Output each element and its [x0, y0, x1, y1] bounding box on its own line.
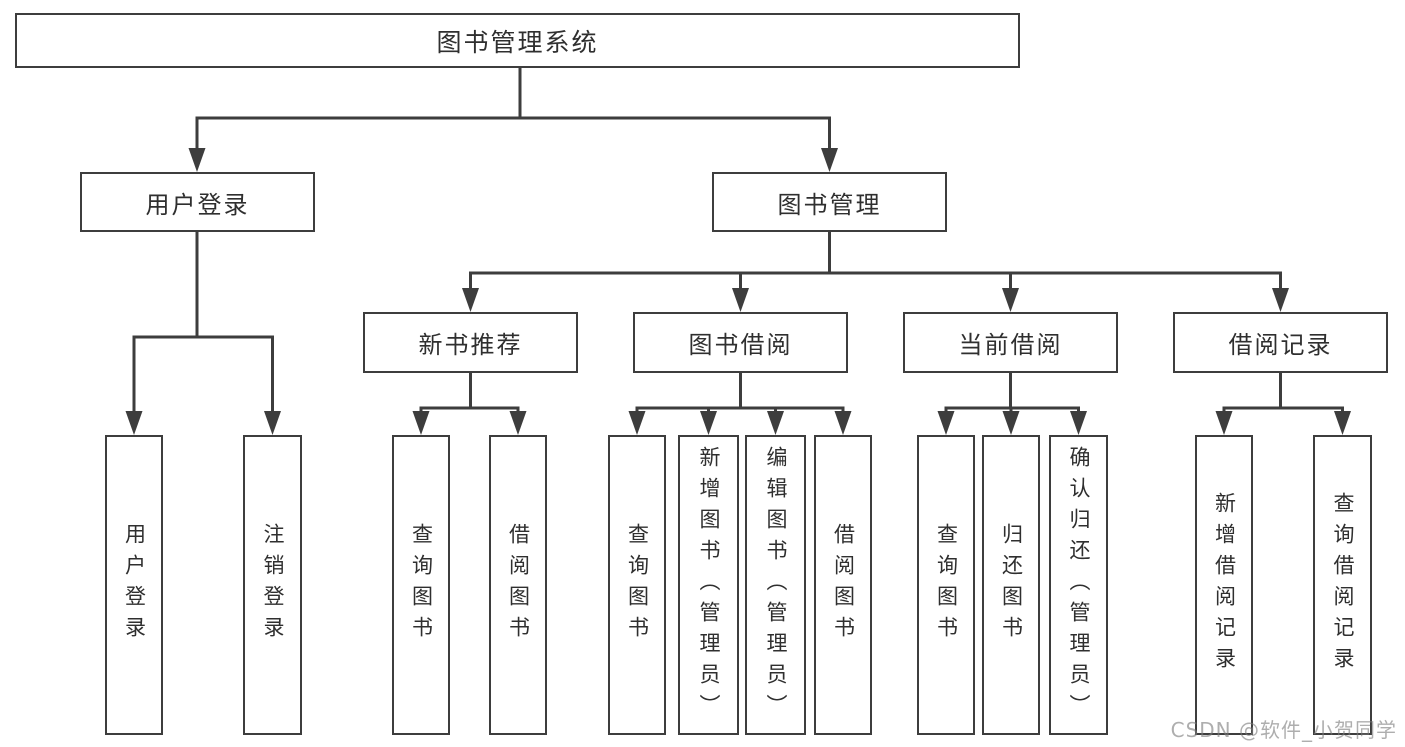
leaf-add-book-admin-label: 新增图书（管理员） [697, 445, 721, 725]
node-new-book-recommend-label: 新书推荐 [418, 331, 523, 359]
leaf-return-book: 归还图书 [982, 435, 1040, 735]
csdn-watermark: CSDN @软件_小贺同学 [1170, 718, 1397, 742]
node-book-borrow: 图书借阅 [633, 312, 848, 373]
node-root-system: 图书管理系统 [15, 13, 1020, 68]
leaf-query-books-borrow: 查询图书 [608, 435, 666, 735]
leaf-query-books-recommend-label: 查询图书 [409, 523, 434, 647]
node-borrow-records-label: 借阅记录 [1228, 331, 1333, 359]
node-user-login: 用户登录 [80, 172, 315, 232]
leaf-user-login: 用户登录 [105, 435, 163, 735]
leaf-return-book-label: 归还图书 [999, 523, 1024, 647]
node-borrow-records: 借阅记录 [1173, 312, 1388, 373]
node-root-label: 图书管理系统 [436, 27, 599, 57]
leaf-add-book-admin: 新增图书（管理员） [678, 435, 739, 735]
leaf-confirm-return-admin: 确认归还（管理员） [1049, 435, 1108, 735]
leaf-edit-book-admin: 编辑图书（管理员） [745, 435, 806, 735]
leaf-edit-book-admin-label: 编辑图书（管理员） [764, 445, 788, 725]
leaf-query-borrow-record-label: 查询借阅记录 [1331, 492, 1355, 678]
connector-records-to-leaves [1215, 371, 1351, 435]
leaf-borrow-books-label: 借阅图书 [831, 523, 856, 647]
leaf-borrow-books: 借阅图书 [814, 435, 872, 735]
leaf-borrow-books-recommend-label: 借阅图书 [506, 523, 531, 647]
leaf-query-books-current-label: 查询图书 [934, 523, 959, 647]
node-user-login-label: 用户登录 [145, 190, 250, 219]
leaf-query-borrow-record: 查询借阅记录 [1313, 435, 1372, 735]
connector-userlogin-to-leaves [125, 232, 281, 435]
leaf-add-borrow-record: 新增借阅记录 [1195, 435, 1253, 735]
node-current-borrow-label: 当前借阅 [958, 331, 1063, 359]
connector-current-to-leaves [937, 371, 1087, 435]
leaf-logout: 注销登录 [243, 435, 302, 735]
node-book-borrow-label: 图书借阅 [688, 331, 793, 359]
leaf-borrow-books-recommend: 借阅图书 [489, 435, 547, 735]
leaf-user-login-label: 用户登录 [122, 523, 147, 647]
leaf-query-books-current: 查询图书 [917, 435, 975, 735]
leaf-query-books-recommend: 查询图书 [392, 435, 450, 735]
connector-root-to-level2 [188, 68, 838, 172]
leaf-add-borrow-record-label: 新增借阅记录 [1212, 492, 1237, 678]
leaf-confirm-return-admin-label: 确认归还（管理员） [1067, 445, 1091, 725]
node-book-management: 图书管理 [712, 172, 947, 232]
node-new-book-recommend: 新书推荐 [363, 312, 578, 373]
connector-bookmgmt-to-level3 [462, 232, 1289, 312]
leaf-query-books-borrow-label: 查询图书 [625, 523, 650, 647]
node-book-management-label: 图书管理 [777, 190, 882, 219]
connector-newbook-to-leaves [412, 371, 527, 435]
connector-borrow-to-leaves [628, 371, 852, 435]
node-current-borrow: 当前借阅 [903, 312, 1118, 373]
leaf-logout-label: 注销登录 [261, 523, 285, 647]
